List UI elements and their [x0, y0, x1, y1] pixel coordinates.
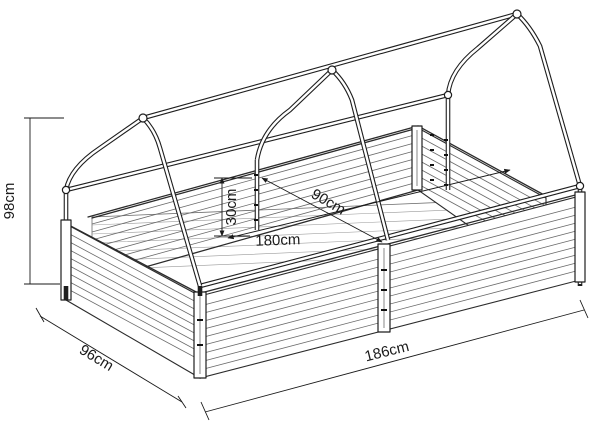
height-label: 98cm [1, 183, 18, 220]
corner-posts [60, 191, 586, 379]
bed-height-label: 30cm [223, 189, 240, 226]
height-dimension: 98cm [1, 117, 64, 285]
length-label: 186cm [363, 338, 411, 365]
width-label: 96cm [76, 341, 116, 374]
bed-height-dimension: 30cm [214, 177, 252, 237]
inner-length-label: 180cm [255, 231, 301, 250]
